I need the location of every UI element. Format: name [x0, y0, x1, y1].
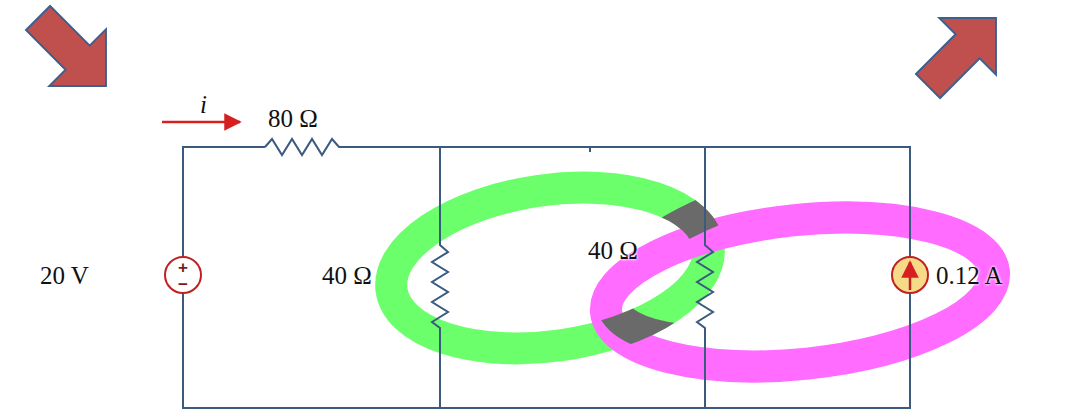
current-source-label: 0.12 A — [936, 263, 1003, 288]
pointer-arrows — [10, 0, 1024, 114]
pointer-arrow — [10, 0, 134, 114]
wires — [183, 147, 910, 408]
wire — [183, 147, 265, 257]
current-source-arrow — [909, 262, 912, 290]
wire — [183, 293, 910, 408]
current-label: i — [200, 92, 207, 117]
voltage-source-symbol — [165, 257, 201, 293]
wire — [589, 147, 591, 152]
current-source-symbol — [892, 257, 928, 293]
resistor-symbols — [265, 139, 713, 332]
resistor-symbol — [265, 139, 345, 155]
polarity-sign: + — [178, 259, 188, 276]
loop-overlap — [381, 168, 720, 367]
resistor-symbol — [432, 238, 448, 332]
loop-highlights — [381, 168, 1002, 383]
pointer-arrow — [900, 0, 1024, 114]
pink-loop — [599, 200, 1002, 384]
polarity-sign: − — [178, 276, 188, 293]
resistance-label: 40 Ω — [322, 263, 372, 288]
resistance-label: 80 Ω — [268, 106, 318, 131]
voltage-label: 20 V — [40, 263, 89, 288]
current-arrow — [162, 121, 240, 124]
resistor-symbol — [697, 238, 713, 332]
resistance-label: 40 Ω — [588, 238, 638, 263]
